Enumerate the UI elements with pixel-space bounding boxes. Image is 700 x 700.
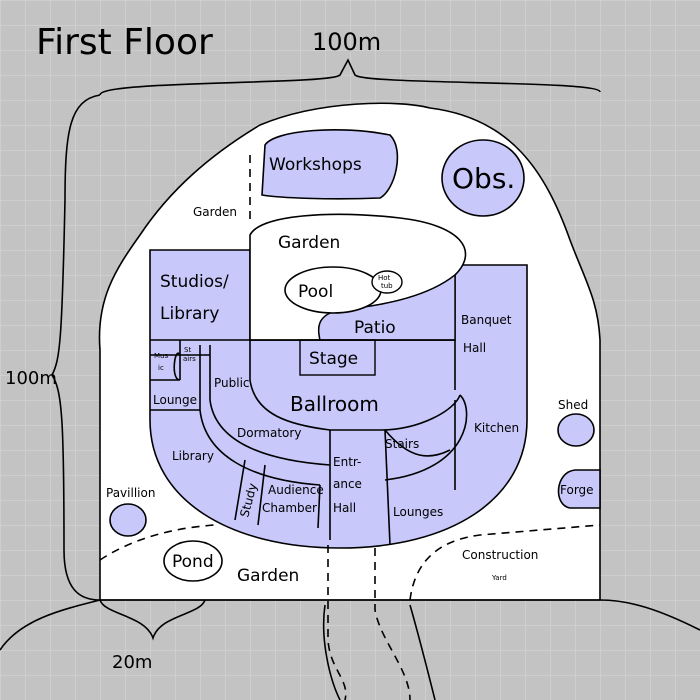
label-public: Public <box>214 376 250 390</box>
label-pond: Pond <box>172 552 214 572</box>
label-garden-bottom: Garden <box>237 566 299 586</box>
shed-building <box>557 413 595 447</box>
hot-tub <box>371 270 403 294</box>
label-ballroom: Ballroom <box>290 392 379 416</box>
label-lounges: Lounges <box>393 505 443 519</box>
label-pavillion: Pavillion <box>106 486 155 500</box>
label-patio: Patio <box>354 318 396 338</box>
pavillion-building <box>109 503 147 537</box>
label-music-2: ic <box>158 364 164 372</box>
pond <box>163 540 223 582</box>
observatory-building <box>441 139 525 217</box>
label-library-upper: Library <box>160 304 219 324</box>
scale-brace-left <box>51 94 101 601</box>
label-music-1: Mus <box>154 352 168 360</box>
main-building <box>149 249 528 549</box>
label-stairs-small-2: airs <box>183 355 196 363</box>
label-yard: Yard <box>491 574 507 582</box>
label-kitchen: Kitchen <box>474 421 519 435</box>
label-stairs-small-1: St <box>184 346 191 354</box>
label-audience: Audience <box>268 483 324 497</box>
label-forge: Forge <box>560 483 594 497</box>
label-entrance-2: ance <box>333 477 362 491</box>
label-stairs: Stairs <box>385 437 419 451</box>
label-entrance-3: Hall <box>333 501 356 515</box>
label-banquet: Banquet <box>461 313 512 327</box>
label-garden-inner: Garden <box>278 233 340 253</box>
label-hall: Hall <box>463 341 486 355</box>
forge-building <box>557 469 601 509</box>
label-lounge: Lounge <box>153 393 197 407</box>
label-obs: Obs. <box>452 162 515 195</box>
label-shed: Shed <box>558 398 588 412</box>
scale-top-label: 100m <box>312 28 381 56</box>
label-hot-tub-1: Hot <box>378 274 391 282</box>
map-title: First Floor <box>36 22 213 63</box>
scale-left-label: 100m <box>5 368 57 389</box>
label-garden-left: Garden <box>193 205 237 219</box>
paths <box>99 155 601 700</box>
label-library: Library <box>172 449 214 463</box>
label-studios: Studios/ <box>160 272 229 292</box>
label-workshops: Workshops <box>269 155 362 175</box>
label-stage: Stage <box>309 349 358 369</box>
label-dormatory: Dormatory <box>237 426 301 440</box>
label-entrance-1: Entr- <box>333 455 361 469</box>
label-construction: Construction <box>462 548 538 562</box>
scale-brace-top <box>99 58 601 96</box>
scale-bottom-label: 20m <box>112 652 152 673</box>
scale-brace-bottom <box>99 599 206 641</box>
workshops-building <box>261 129 399 200</box>
interior-walls <box>150 339 468 546</box>
label-chamber: Chamber <box>262 501 317 515</box>
label-pool: Pool <box>298 282 333 302</box>
label-hot-tub-2: tub <box>381 282 393 290</box>
